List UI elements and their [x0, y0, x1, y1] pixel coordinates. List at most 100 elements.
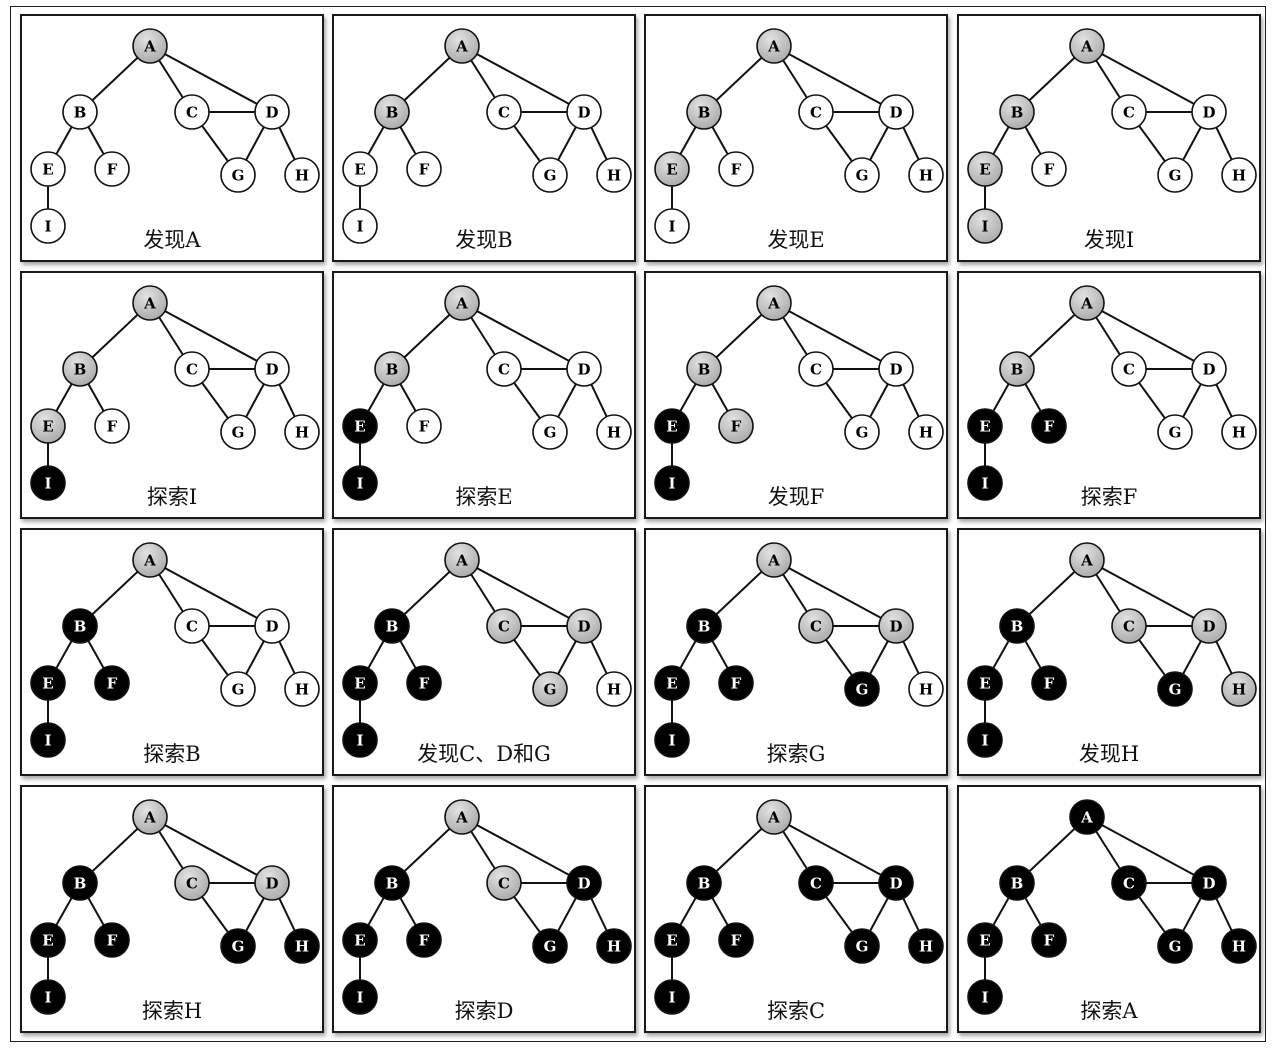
node-circle-F: [406, 922, 442, 958]
node-label-C: C: [810, 875, 822, 893]
node-circle-G: [532, 671, 568, 707]
node-circle-E: [30, 151, 66, 187]
node-label-B: B: [386, 104, 399, 122]
node-circle-D: [254, 865, 290, 901]
node-B: B: [999, 608, 1035, 644]
node-circle-F: [718, 665, 754, 701]
node-label-D: D: [577, 618, 590, 636]
node-label-C: C: [498, 618, 510, 636]
node-label-B: B: [698, 875, 711, 893]
node-D: D: [1191, 351, 1227, 387]
edge-A-D: [461, 302, 585, 370]
node-G: G: [532, 157, 568, 193]
node-G: G: [1157, 414, 1193, 450]
node-label-A: A: [767, 295, 780, 313]
node-D: D: [254, 351, 290, 387]
node-C: C: [486, 865, 522, 901]
node-circle-D: [1191, 608, 1227, 644]
node-label-F: F: [731, 161, 742, 179]
node-label-A: A: [767, 552, 780, 570]
edge-A-D: [773, 816, 897, 884]
node-B: B: [374, 865, 410, 901]
node-circle-G: [1157, 414, 1193, 450]
panel-caption: 发现E: [767, 228, 825, 252]
node-F: F: [94, 151, 130, 187]
node-label-G: G: [232, 167, 245, 185]
node-label-B: B: [386, 875, 399, 893]
node-G: G: [1157, 928, 1193, 964]
node-circle-E: [654, 408, 690, 444]
node-label-D: D: [889, 618, 902, 636]
node-label-I: I: [668, 218, 675, 236]
node-I: I: [967, 722, 1003, 758]
node-I: I: [654, 208, 690, 244]
node-A: A: [132, 28, 168, 64]
edge-A-D: [1086, 302, 1210, 370]
node-circle-E: [967, 665, 1003, 701]
node-label-D: D: [889, 104, 902, 122]
node-circle-A: [756, 285, 792, 321]
node-label-H: H: [607, 167, 621, 185]
panel-caption: 探索E: [455, 485, 513, 509]
node-I: I: [30, 208, 66, 244]
node-circle-E: [30, 665, 66, 701]
node-circle-D: [1191, 351, 1227, 387]
node-circle-C: [174, 865, 210, 901]
node-circle-I: [654, 208, 690, 244]
node-label-E: E: [666, 932, 677, 950]
node-G: G: [844, 928, 880, 964]
node-circle-I: [654, 465, 690, 501]
node-I: I: [654, 465, 690, 501]
node-label-F: F: [1044, 932, 1055, 950]
node-circle-H: [1221, 928, 1257, 964]
node-circle-D: [254, 94, 290, 130]
node-G: G: [1157, 671, 1193, 707]
node-circle-A: [132, 28, 168, 64]
node-H: H: [1221, 157, 1257, 193]
node-H: H: [596, 414, 632, 450]
node-I: I: [342, 979, 378, 1015]
node-label-D: D: [265, 361, 278, 379]
node-D: D: [566, 94, 602, 130]
node-circle-E: [30, 408, 66, 444]
node-label-A: A: [143, 38, 156, 56]
node-circle-B: [62, 94, 98, 130]
panel-caption: 探索D: [454, 999, 514, 1023]
panel-caption: 探索H: [141, 999, 203, 1023]
node-label-E: E: [42, 418, 53, 436]
node-circle-G: [532, 414, 568, 450]
node-F: F: [406, 922, 442, 958]
node-label-H: H: [919, 167, 933, 185]
node-circle-I: [967, 208, 1003, 244]
node-label-E: E: [354, 932, 365, 950]
node-circle-I: [654, 722, 690, 758]
panel-caption: 探索I: [146, 485, 198, 509]
node-H: H: [284, 928, 320, 964]
node-E: E: [342, 408, 378, 444]
edge-A-D: [149, 302, 273, 370]
node-circle-D: [878, 865, 914, 901]
node-label-I: I: [44, 989, 51, 1007]
node-label-F: F: [731, 675, 742, 693]
node-C: C: [798, 351, 834, 387]
node-circle-C: [798, 351, 834, 387]
node-H: H: [908, 671, 944, 707]
node-circle-C: [174, 608, 210, 644]
node-circle-A: [1069, 28, 1105, 64]
node-label-C: C: [810, 104, 822, 122]
node-label-G: G: [856, 938, 869, 956]
panel-caption: 发现H: [1078, 742, 1140, 766]
node-label-E: E: [666, 161, 677, 179]
node-A: A: [132, 542, 168, 578]
node-label-C: C: [498, 361, 510, 379]
node-circle-G: [1157, 671, 1193, 707]
node-circle-E: [342, 408, 378, 444]
node-label-E: E: [42, 932, 53, 950]
node-circle-E: [654, 151, 690, 187]
